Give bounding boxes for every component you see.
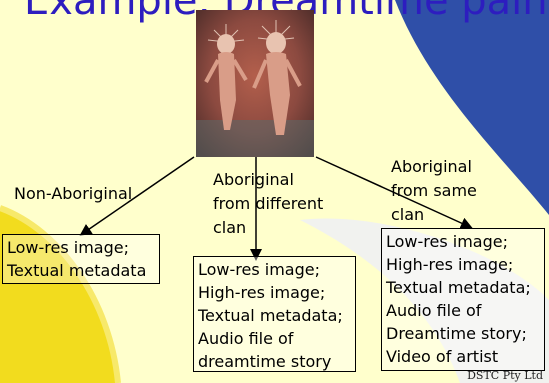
access-item: Audio file of [198, 329, 294, 348]
label-line: Aboriginal [213, 170, 294, 189]
access-item: Textual metadata; [198, 306, 343, 325]
label-line: clan [213, 218, 247, 237]
label-non-aboriginal: Non-Aboriginal [14, 184, 133, 203]
label-line: clan [391, 205, 425, 224]
access-item: dreamtime story [198, 352, 332, 371]
access-item: Low-res image; [7, 238, 129, 257]
yellow-stroke [0, 205, 121, 383]
label-line: from different [213, 194, 324, 213]
yellow-shape [0, 208, 118, 383]
footer-credit: DSTC Pty Ltd [467, 369, 543, 382]
access-item: Textual metadata; [386, 278, 531, 297]
access-box-different-clan: Low-res image; High-res image; Textual m… [193, 256, 356, 372]
light-shape [300, 218, 549, 383]
arrow-to-non-aboriginal [79, 156, 195, 236]
label-line: Aboriginal [391, 157, 472, 176]
access-box-same-clan: Low-res image; High-res image; Textual m… [381, 228, 545, 371]
label-line: from same [391, 181, 477, 200]
access-item: Low-res image; [198, 260, 320, 279]
access-item: Low-res image; [386, 232, 508, 251]
blue-shape [395, 0, 549, 215]
access-item: Video of artist [386, 347, 499, 366]
access-box-non-aboriginal: Low-res image; Textual metadata [2, 234, 160, 284]
label-aboriginal-different-clan: Aboriginal from different clan [213, 168, 343, 240]
access-item: Textual metadata [7, 261, 147, 280]
dreamtime-painting-image [196, 10, 314, 157]
access-item: Dreamtime story; [386, 324, 527, 343]
access-item: Audio file of [386, 301, 482, 320]
arrow-to-same-clan [315, 156, 473, 229]
label-aboriginal-same-clan: Aboriginal from same clan [391, 155, 521, 227]
access-item: High-res image; [198, 283, 326, 302]
access-item: High-res image; [386, 255, 514, 274]
